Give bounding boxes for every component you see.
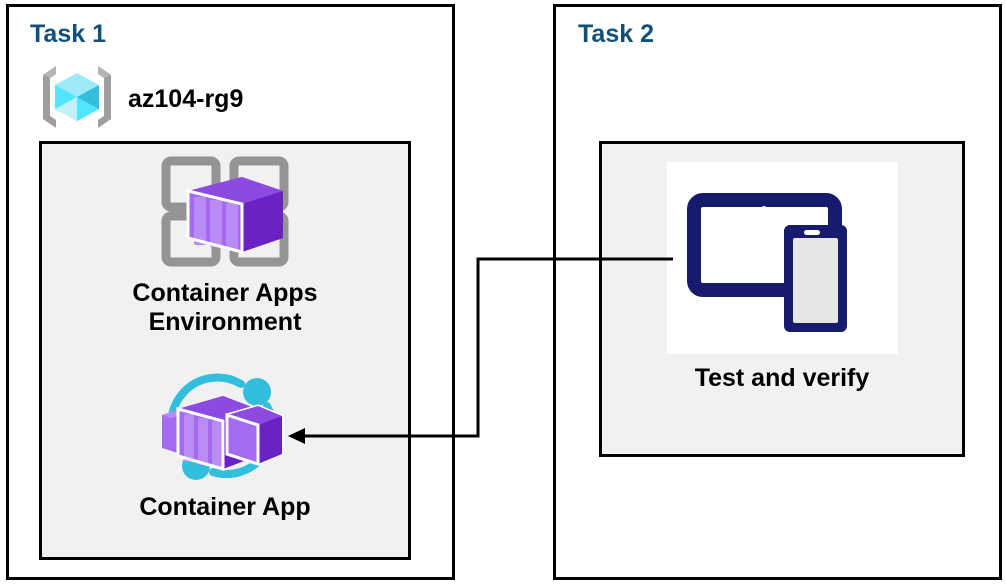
test-and-verify-node: Test and verify <box>599 162 965 393</box>
task-2-title: Task 2 <box>578 20 654 48</box>
resource-group-row: az104-rg9 <box>36 62 243 137</box>
container-app-node: Container App <box>39 368 411 522</box>
task-1-title: Task 1 <box>30 20 106 48</box>
resource-group-icon <box>36 62 118 137</box>
container-apps-environment-label: Container Apps Environment <box>132 279 318 336</box>
container-app-icon <box>145 368 305 491</box>
container-apps-environment-icon <box>150 152 300 275</box>
test-and-verify-icon-plate <box>666 162 898 354</box>
resource-group-label: az104-rg9 <box>128 85 244 113</box>
test-and-verify-devices-icon <box>684 172 880 345</box>
container-app-label: Container App <box>139 493 311 521</box>
test-and-verify-label: Test and verify <box>694 364 870 392</box>
container-apps-environment-node: Container Apps Environment <box>39 152 411 337</box>
